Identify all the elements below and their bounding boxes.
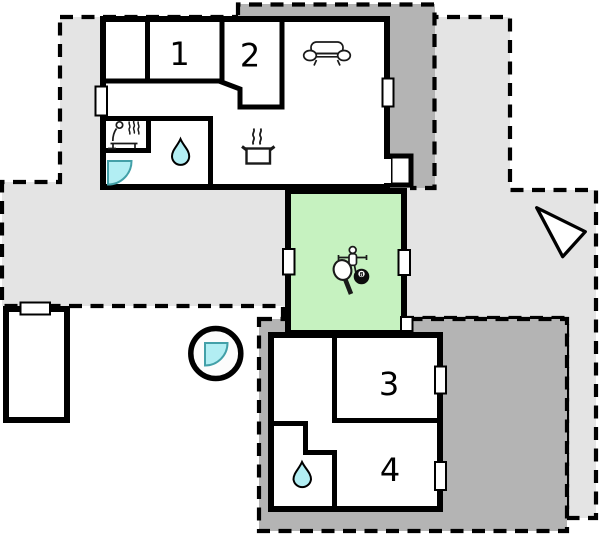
annex-door [19, 301, 51, 316]
billiard-ball-number: 8 [359, 272, 363, 278]
sofa-icon [302, 41, 352, 66]
window-main-east [381, 77, 395, 108]
sauna-icon [108, 120, 140, 150]
room-2-label: 2 [240, 37, 260, 75]
window-games-west [282, 248, 296, 276]
window-games-east [397, 249, 411, 276]
bathroom-walls [101, 116, 213, 189]
window-room4-east [434, 461, 447, 491]
porch-door-gap [384, 159, 391, 183]
south-interior-walls [273, 337, 440, 508]
window-room3-east [434, 365, 447, 395]
foosball-icon [337, 245, 368, 272]
room-4-label: 4 [380, 451, 400, 489]
window-main-west [94, 85, 108, 117]
entry-porch [384, 153, 414, 188]
annex-building [3, 301, 70, 423]
water-drop-icon [170, 136, 191, 166]
shower-icon [107, 160, 133, 186]
north-arrow-icon [535, 206, 587, 259]
room-3-label: 3 [379, 365, 399, 403]
bedroom-walls [101, 16, 285, 110]
outdoor-shower-icon [188, 325, 244, 382]
table-tennis-icon [332, 259, 354, 295]
billiards-icon: 8 [353, 268, 370, 285]
room-1-label: 1 [169, 35, 189, 73]
windows [94, 77, 447, 491]
water-drop-icon-south [292, 459, 313, 489]
stove-pot-icon [241, 127, 276, 165]
door-games-southeast [400, 316, 414, 332]
